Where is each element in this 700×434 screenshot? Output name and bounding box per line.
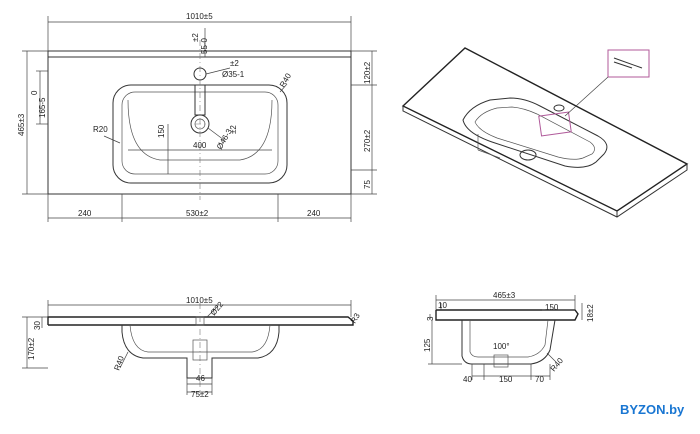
top-view-bowl-radius: R40 (278, 71, 293, 89)
side-slab-thickness: 3 (426, 316, 435, 321)
top-view-tap-hole: Ø35-1 (222, 70, 245, 79)
front-tap-hole (195, 316, 205, 326)
front-overall-width: 1010±5 (186, 296, 213, 305)
front-slab-thickness: 30 (33, 321, 42, 330)
side-depth: 465±3 (493, 291, 516, 300)
isometric-view (401, 47, 689, 218)
top-view-tap-hole-tol: ±2 (230, 59, 239, 68)
side-bowl-outer (461, 319, 556, 365)
top-view-drain-hole: Ø46-3 (215, 127, 234, 151)
top-view-overall-width: 1010±5 (186, 12, 213, 21)
top-view-inner-radius: R20 (93, 125, 108, 134)
front-drain (192, 339, 208, 361)
top-view-overall-depth: 465±3 (17, 113, 26, 136)
side-top-left: 10 (438, 301, 447, 310)
top-view-right-mid: 270±2 (363, 129, 372, 152)
top-view-right-bottom: 75 (363, 180, 372, 189)
top-view-right-top: 120±2 (363, 61, 372, 84)
side-bottom-right: 70 (535, 375, 544, 384)
watermark-logo: BYZON.by (620, 402, 685, 417)
iso-drain (519, 149, 537, 161)
top-view-tap-offset: 55-0 (200, 37, 209, 54)
side-bowl-inner (469, 319, 549, 358)
iso-detail-callout (607, 49, 650, 78)
top-view-bowl-inner-width: 400 (193, 141, 207, 150)
top-view-drain-hole-tol: ±2 (229, 125, 238, 134)
front-total-height: 170±2 (27, 337, 36, 360)
side-slope-angle: 100° (493, 342, 510, 351)
iso-tap-hole (553, 104, 565, 112)
top-view-tap-offset-tol: ±2 (191, 33, 200, 42)
top-view-zero: 0 (30, 90, 39, 95)
top-view-right-margin: 240 (307, 209, 321, 218)
iso-bowl-rim (462, 97, 608, 168)
side-bowl-height: 125 (423, 338, 432, 352)
front-drain-width: 75±2 (191, 390, 209, 399)
iso-highlight-overflow (538, 111, 572, 137)
side-bottom-left: 40 (463, 375, 472, 384)
top-view-left-margin: 240 (78, 209, 92, 218)
top-view-front-offset: 165-5 (38, 97, 47, 118)
top-view-drain-to-front: 150 (157, 124, 166, 138)
top-view-outline (47, 50, 352, 195)
iso-top-surface (401, 47, 689, 212)
top-view-bowl-width: 530±2 (186, 209, 209, 218)
front-bowl-outer (121, 325, 280, 379)
iso-bowl-inner (474, 106, 595, 160)
side-section-view: 465±3 10 150 18±2 125 3 100° R40 40 150 … (423, 291, 595, 384)
front-drain-depth: 46 (196, 374, 205, 383)
top-view: 1010±5 55-0 ±2 ±2 Ø35-1 R40 465±3 0 165-… (17, 12, 377, 222)
front-bowl-radius: R40 (112, 354, 126, 371)
side-bowl-radius: R40 (549, 356, 566, 373)
side-top-right: 150 (545, 303, 559, 312)
front-slab (47, 316, 354, 326)
side-bottom-mid: 150 (499, 375, 513, 384)
side-edge: 18±2 (586, 304, 595, 322)
front-section-view: 1010±5 Ø22 R3 170±2 30 R40 46 75±2 (22, 296, 362, 399)
side-drain (493, 354, 509, 368)
